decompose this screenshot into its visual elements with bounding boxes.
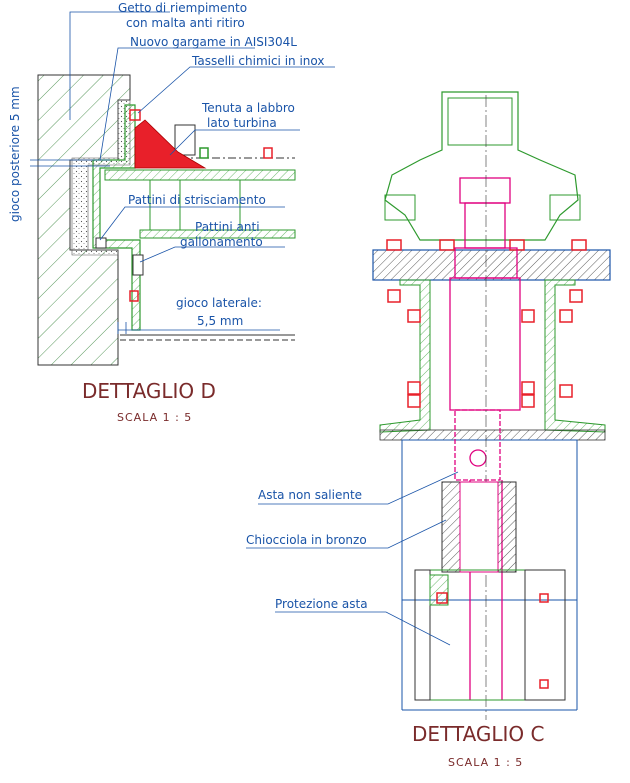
callout-gioco-laterale-line1: gioco laterale: (176, 296, 262, 310)
stem-protection (414, 569, 566, 701)
callout-tenuta-line2: lato turbina (207, 116, 277, 130)
callout-asta: Asta non saliente (258, 488, 362, 502)
detail-c-scale: SCALA 1 : 5 (448, 756, 523, 769)
gate-plate-mid (139, 229, 296, 239)
callout-pattini-anti-line1: Pattini anti (195, 220, 260, 234)
callout-tasselli: Tasselli chimici in inox (191, 54, 324, 68)
support-column (379, 279, 431, 433)
callout-getto-line1: Getto di riempimento (118, 1, 247, 15)
callout-getto-line2: con malta anti ritiro (126, 16, 245, 30)
bolt (199, 147, 209, 159)
callout-pattini-strisciamento: Pattini di strisciamento (128, 193, 266, 207)
anti-gallon-pad (132, 254, 144, 276)
lip-seal (134, 119, 207, 169)
concrete-wall (37, 74, 131, 366)
detail-c-drawing (246, 91, 611, 720)
detail-d-scale: SCALA 1 : 5 (117, 411, 192, 424)
callout-protezione: Protezione asta (275, 597, 368, 611)
callout-chiocciola: Chiocciola in bronzo (246, 533, 367, 547)
callout-tenuta-line1: Tenuta a labbro (201, 101, 295, 115)
bolt (129, 290, 139, 302)
lower-housing (401, 439, 578, 601)
callout-gioco-posteriore: gioco posteriore 5 mm (8, 86, 22, 222)
bolt (129, 109, 141, 121)
detail-d-title: DETTAGLIO D (82, 379, 216, 403)
callout-pattini-anti-line2: gallonamento (180, 235, 263, 249)
detail-d-drawing (30, 11, 335, 366)
callout-gioco-laterale-line2: 5,5 mm (197, 314, 243, 328)
detail-c-annotations: Asta non saliente Chiocciola in bronzo P… (246, 488, 545, 769)
callout-gargame: Nuovo gargame in AISI304L (130, 35, 297, 49)
sliding-pad (95, 237, 107, 249)
top-flange (372, 249, 611, 281)
column-bolts (387, 289, 583, 408)
detail-d-annotations: Getto di riempimento con malta anti riti… (8, 1, 324, 424)
gate-plate-top (104, 169, 296, 181)
gearbox-body (384, 91, 579, 241)
bolt (263, 147, 273, 159)
detail-c-title: DETTAGLIO C (412, 722, 545, 746)
